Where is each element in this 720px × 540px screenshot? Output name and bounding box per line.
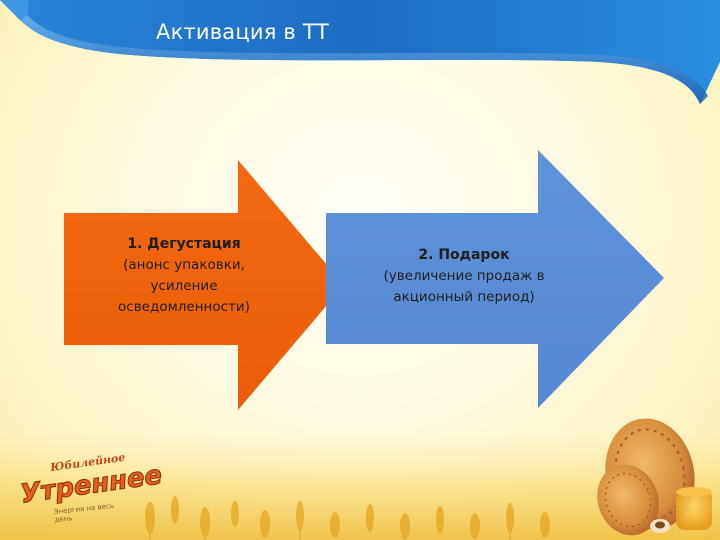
step-1-desc-line-3: осведомленности) <box>118 299 250 315</box>
step-1-arrow <box>64 160 344 410</box>
step-2-title: 2. Подарок <box>418 247 510 263</box>
header-banner <box>0 0 720 104</box>
step-1-desc-line-2: усиление <box>150 278 218 294</box>
cookies-illustration <box>597 418 712 536</box>
step-2-desc-line-1: (увеличение продаж в <box>383 268 545 284</box>
step-1-title: 1. Дегустация <box>127 236 241 252</box>
step-1-desc-line-1: (анонс упаковки, <box>123 257 245 273</box>
step-2-desc-line-2: акционный период) <box>393 289 535 305</box>
step-2-arrow <box>326 150 664 408</box>
step-1-label: 1. Дегустация (анонс упаковки, усиление … <box>66 234 302 318</box>
slide-title: Активация в ТТ <box>156 20 329 44</box>
brand-logo: Юбилейное Утреннее Энергия на весь день <box>18 451 164 524</box>
step-2-label: 2. Подарок (увеличение продаж в акционны… <box>330 245 598 308</box>
